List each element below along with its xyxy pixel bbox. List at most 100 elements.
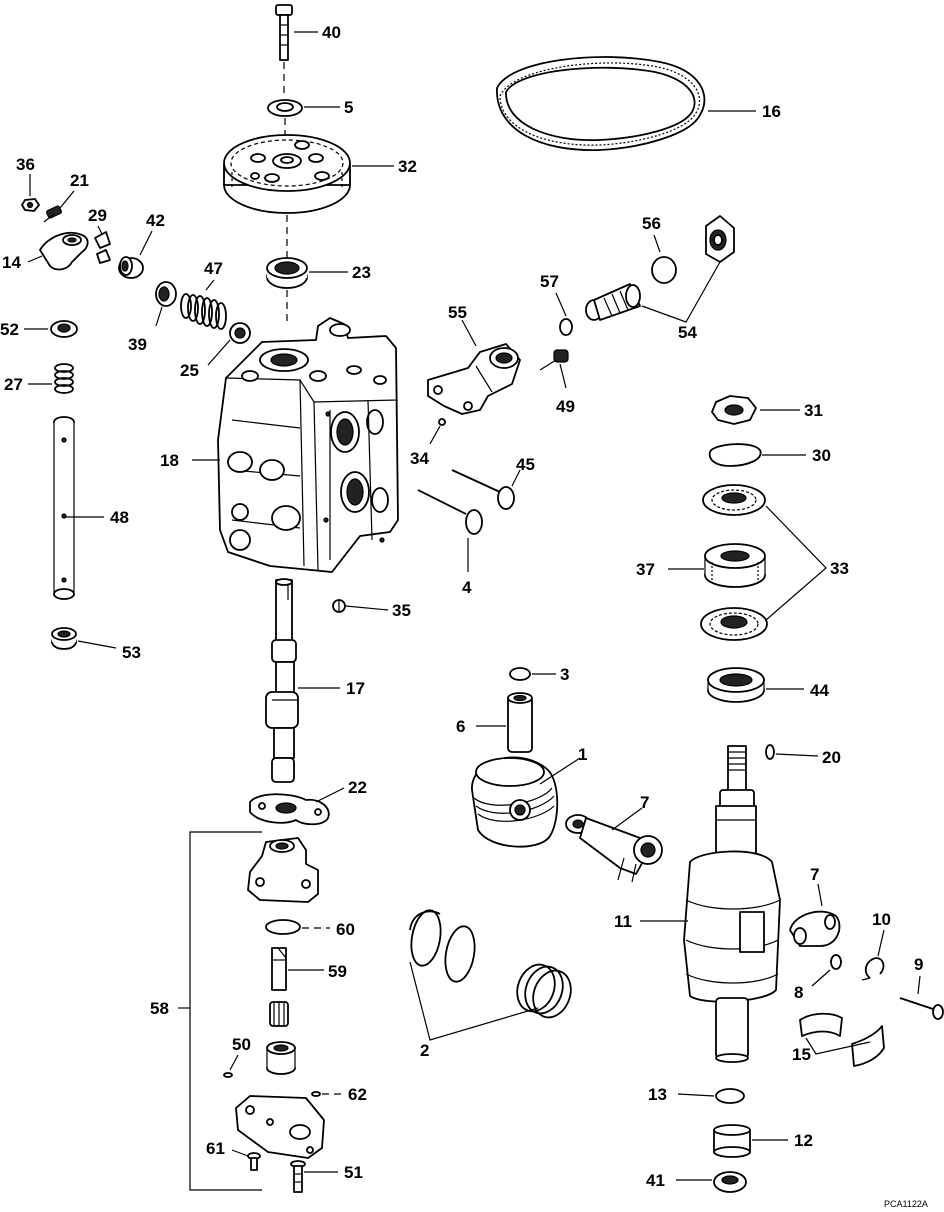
ball-34 [438,418,446,426]
screw-21 [43,205,62,223]
inner-rotor [269,1001,289,1027]
seal-23 [266,257,308,289]
callout-5: 5 [344,98,353,117]
washer-5 [267,99,303,117]
callout-15: 15 [792,1045,811,1064]
seal-44 [707,667,765,703]
callout-21: 21 [70,171,89,190]
callout-14: 14 [2,253,21,272]
callout-44: 44 [810,681,829,700]
callout-4: 4 [462,578,472,597]
callout-1: 1 [578,745,587,764]
bracket-58 [189,831,262,1191]
callout-3: 3 [560,665,569,684]
connecting-rod-7 [565,814,663,883]
cylinder-head-18 [217,317,399,573]
callout-53: 53 [122,643,141,662]
callout-41: 41 [646,1171,665,1190]
outer-rotor [266,1041,296,1075]
callout-58: 58 [150,999,169,1018]
bolt-9 [899,997,944,1020]
valve-45 [451,469,515,510]
rod-cap-7 [789,910,841,947]
bearing-12 [713,1124,751,1158]
callout-42: 42 [146,211,165,230]
callout-61: 61 [206,1139,225,1158]
o-ring-60 [265,919,301,935]
callout-51: 51 [344,1163,363,1182]
seal-25 [229,322,251,344]
pin-62 [311,1091,321,1097]
callout-35: 35 [392,601,411,620]
callout-56: 56 [642,214,661,233]
callout-18: 18 [160,451,179,470]
washer-8 [830,954,842,970]
crankshaft-11 [683,745,781,1063]
pump-housing [247,837,319,903]
key-35 [332,599,346,613]
drive-gear-37 [704,543,766,588]
bearing-15b [851,1025,885,1067]
clip-29 [94,231,111,264]
callout-52: 52 [0,320,19,339]
spring-27 [54,363,74,394]
pump-cover [235,1095,325,1159]
camshaft-gear-32 [223,134,351,214]
callout-11: 11 [614,912,632,931]
camshaft-17 [265,578,299,783]
clip-3 [509,667,531,681]
callout-13: 13 [648,1085,667,1104]
callout-48: 48 [110,508,129,527]
bolt-40 [275,4,293,61]
callout-40: 40 [322,23,341,42]
lock-10 [861,957,885,981]
filter-54 [585,283,641,321]
callout-39: 39 [128,335,147,354]
callout-12: 12 [794,1131,813,1150]
callout-2: 2 [420,1041,429,1060]
callout-37: 37 [636,560,655,579]
thrust-washer-33-bottom [700,607,768,641]
callout-7-cap: 7 [810,865,819,884]
bearing-15a [799,1012,843,1037]
screw-51 [290,1160,306,1193]
screw-49 [539,349,569,371]
timing-belt-16 [496,56,706,151]
callout-9: 9 [914,955,923,974]
keeper-39 [155,281,177,307]
thrust-washer-33-top [702,484,766,516]
callout-36: 36 [16,155,35,174]
key-20 [765,744,775,760]
callout-60: 60 [336,920,355,939]
callout-32: 32 [398,157,417,176]
callout-16: 16 [762,102,781,121]
callout-57: 57 [540,272,559,291]
callout-50: 50 [232,1035,251,1054]
callout-59: 59 [328,962,347,981]
valve-4 [417,489,483,535]
thermostat-housing-55 [427,343,521,415]
rocker-shaft-48 [53,416,75,600]
callout-22: 22 [348,778,367,797]
piston-pin-6 [507,692,533,753]
check-ball-57 [559,318,573,336]
callout-6: 6 [456,717,465,736]
rocker-arm-14 [39,231,89,271]
pin-50 [223,1072,233,1078]
callout-31: 31 [804,401,823,420]
nut-31 [711,395,757,425]
piston-rings-2a [409,909,476,983]
o-ring-56 [651,256,677,284]
spring-seat-42 [118,256,144,279]
callout-34: 34 [410,449,429,468]
washer-30 [708,443,762,467]
callout-55: 55 [448,303,467,322]
bushing-52 [50,320,78,338]
callout-7-rod: 7 [640,793,649,812]
callout-27: 27 [4,375,23,394]
drive-shaft-59 [271,947,287,991]
callout-23: 23 [352,263,371,282]
bushing-53 [51,627,77,650]
